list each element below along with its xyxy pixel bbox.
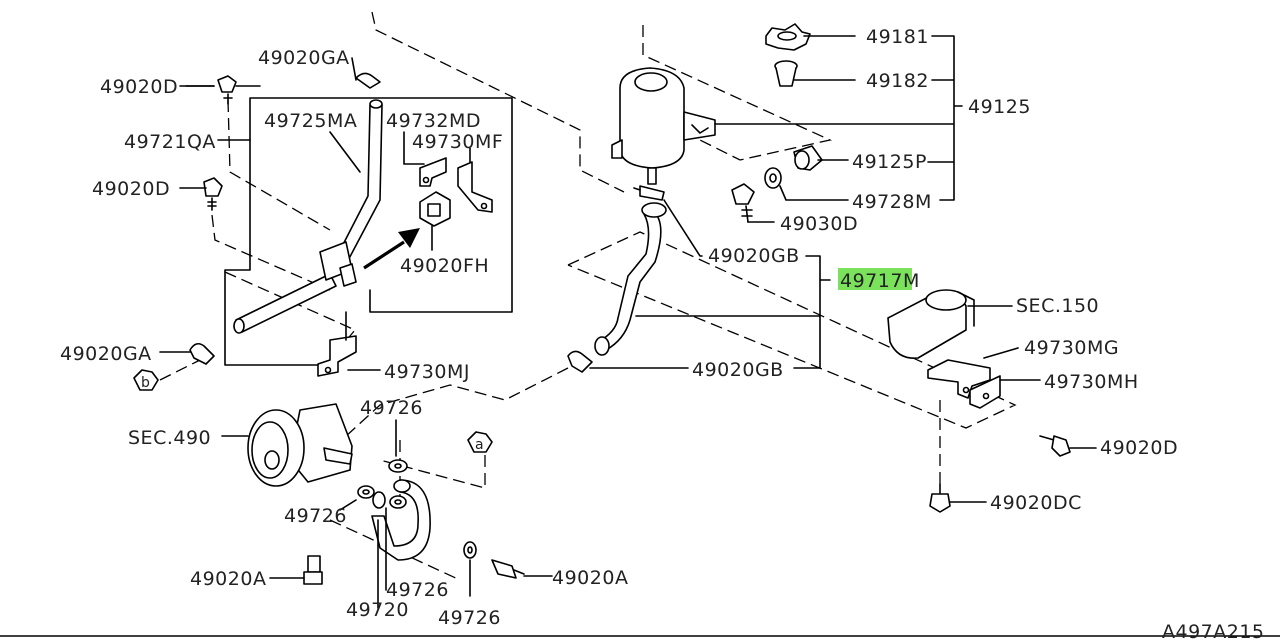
label-49020GA-top[interactable]: 49020GA (258, 47, 350, 69)
inset-frame (224, 97, 513, 366)
label-49020GB-bottom[interactable]: 49020GB (692, 359, 784, 381)
label-49732MD[interactable]: 49732MD (386, 110, 481, 132)
return-hose-49717M (594, 202, 667, 356)
bolt-49020D-mid (203, 177, 223, 211)
diagram-id: A497A215 (1162, 621, 1265, 640)
clamp-49020GA-top (355, 72, 381, 89)
clamp-49020GA-left (189, 342, 215, 365)
label-49181[interactable]: 49181 (866, 26, 929, 48)
reservoir-cap (765, 23, 811, 51)
bracket-49732MD (419, 157, 447, 187)
label-49125P[interactable]: 49125P (852, 151, 927, 173)
label-49730MF[interactable]: 49730MF (412, 131, 503, 153)
label-ref-a: a (475, 437, 484, 453)
bolt-49020A-left (303, 555, 323, 585)
pressure-pipe-49721QA (233, 273, 337, 334)
label-49182[interactable]: 49182 (866, 70, 929, 92)
label-49730MH[interactable]: 49730MH (1044, 371, 1139, 393)
label-49030D[interactable]: 49030D (780, 213, 858, 235)
label-49020DC[interactable]: 49020DC (990, 492, 1082, 514)
label-49726-mid[interactable]: 49726 (386, 579, 449, 601)
label-49726-top[interactable]: 49726 (360, 397, 423, 419)
bolt-49020DC (929, 483, 951, 513)
highlight-49717M (838, 268, 912, 290)
bracket-49730MH (969, 375, 1001, 409)
label-49720[interactable]: 49720 (346, 599, 409, 621)
label-49020GB-top[interactable]: 49020GB (708, 245, 800, 267)
label-49020GA-left[interactable]: 49020GA (60, 343, 152, 365)
reservoir-strainer (774, 60, 798, 87)
label-49020A-left[interactable]: 49020A (190, 568, 266, 590)
label-49717M[interactable]: 49717M (840, 270, 920, 292)
washer-49726-d (463, 541, 477, 559)
bolt-49030D (731, 183, 755, 223)
ref-marker-b (133, 369, 159, 391)
clamp-49020GB-top (633, 185, 665, 201)
label-49721QA[interactable]: 49721QA (124, 131, 216, 153)
bolt-49020D-top (217, 75, 237, 105)
label-49730MG[interactable]: 49730MG (1024, 337, 1119, 359)
washer-49728M (764, 167, 782, 189)
oil-cooler-sec150 (887, 289, 975, 359)
reservoir-tank (611, 67, 716, 185)
clamp-49020GB-bottom (567, 350, 593, 373)
bolt-49020A-right (491, 559, 525, 579)
washer-49726-a (388, 459, 408, 473)
bolt-49020D-right (1039, 435, 1071, 457)
bracket-49730MJ (317, 335, 357, 377)
label-49730MJ[interactable]: 49730MJ (384, 361, 470, 383)
label-sec150[interactable]: SEC.150 (1016, 295, 1099, 317)
power-steering-pump (247, 403, 353, 487)
label-49725MA[interactable]: 49725MA (264, 110, 357, 132)
label-49125[interactable]: 49125 (968, 96, 1031, 118)
dashed-guide-lines (159, 11, 1017, 581)
label-49020A-right[interactable]: 49020A (552, 567, 628, 589)
label-sec490[interactable]: SEC.490 (128, 427, 211, 449)
part-labels: 49181 49182 49125 49125P 49728M 49030D 4… (60, 26, 1265, 640)
grommet-49020FH (419, 191, 451, 227)
label-ref-b: b (141, 375, 150, 391)
washer-49726-b (357, 485, 375, 499)
label-49020FH[interactable]: 49020FH (400, 255, 489, 277)
label-49020D-top[interactable]: 49020D (100, 76, 178, 98)
bracket-49730MF (457, 161, 493, 213)
label-49726-left[interactable]: 49726 (284, 505, 347, 527)
direction-arrow (363, 228, 420, 270)
pressure-hose-49720 (371, 479, 431, 561)
label-49020D-mid[interactable]: 49020D (92, 178, 170, 200)
label-49726-bottom[interactable]: 49726 (438, 607, 501, 629)
washer-49726-c (389, 495, 407, 509)
fitting-49125P (793, 145, 823, 171)
label-49020D-right[interactable]: 49020D (1100, 437, 1178, 459)
ref-marker-a (467, 431, 493, 453)
leader-lines (0, 35, 1280, 637)
bracket-clamp-inset (319, 241, 357, 287)
label-49728M[interactable]: 49728M (852, 191, 932, 213)
